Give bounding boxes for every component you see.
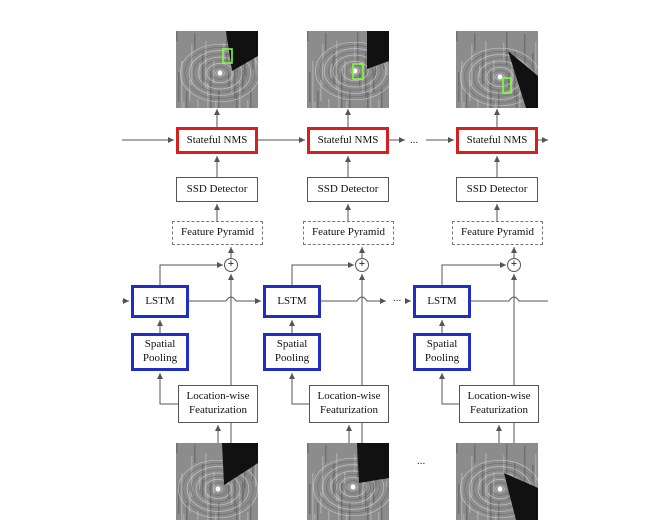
detection-box (352, 63, 364, 80)
lstm-box-1: LSTM (131, 285, 189, 318)
lidar-range-image (456, 31, 538, 108)
feature-pyramid-box-2: Feature Pyramid (303, 221, 394, 245)
lstm-box-2: LSTM (263, 285, 321, 318)
stateful-nms-label: Stateful NMS (186, 133, 248, 146)
stateful-nms-label: Stateful NMS (466, 133, 528, 146)
detection-box (222, 48, 233, 64)
lstm-label: LSTM (427, 294, 457, 307)
ssd-detector-label: SSD Detector (317, 182, 379, 195)
connector-line (441, 262, 506, 285)
stateful-nms-label: Stateful NMS (317, 133, 379, 146)
stateful-nms-box-3: Stateful NMS (456, 127, 538, 154)
input-frame-1 (176, 443, 258, 520)
feature-pyramid-label: Feature Pyramid (180, 226, 254, 239)
connector-line (291, 262, 354, 285)
stateful-nms-box-2: Stateful NMS (307, 127, 389, 154)
connector-line (289, 373, 309, 405)
connector-line (471, 296, 548, 302)
connector-line (189, 296, 261, 304)
feature-pyramid-box-1: Feature Pyramid (172, 221, 263, 245)
lidar-range-image (176, 443, 258, 520)
plus-circle-icon: + (224, 258, 238, 272)
plus-circle-icon: + (507, 258, 521, 272)
connector-line (159, 262, 223, 285)
output-frame-2 (307, 31, 389, 108)
ssd-detector-label: SSD Detector (466, 182, 528, 195)
connector-line (439, 373, 459, 405)
lidar-range-image (307, 443, 389, 520)
ssd-detector-box-1: SSD Detector (176, 177, 258, 202)
lstm-box-3: LSTM (413, 285, 471, 318)
stateful-nms-box-1: Stateful NMS (176, 127, 258, 154)
feature-pyramid-box-3: Feature Pyramid (452, 221, 543, 245)
lidar-range-image (176, 31, 258, 108)
ssd-detector-box-3: SSD Detector (456, 177, 538, 202)
lidar-range-image (307, 31, 389, 108)
connector-line (321, 296, 386, 304)
detection-box (502, 77, 512, 94)
lstm-label: LSTM (145, 294, 175, 307)
input-frame-3 (456, 443, 538, 520)
ssd-detector-label: SSD Detector (186, 182, 248, 195)
ellipsis-input-row: ... (417, 455, 426, 467)
feature-pyramid-label: Feature Pyramid (311, 226, 385, 239)
lidar-range-image (456, 443, 538, 520)
ellipsis-lstm-row: ... (393, 292, 402, 304)
connector-line (157, 373, 178, 405)
ssd-detector-box-2: SSD Detector (307, 177, 389, 202)
output-frame-3 (456, 31, 538, 108)
output-frame-1 (176, 31, 258, 108)
lstm-label: LSTM (277, 294, 307, 307)
ellipsis-nms-row: ... (410, 134, 419, 146)
feature-pyramid-label: Feature Pyramid (460, 226, 534, 239)
plus-circle-icon: + (355, 258, 369, 272)
input-frame-2 (307, 443, 389, 520)
